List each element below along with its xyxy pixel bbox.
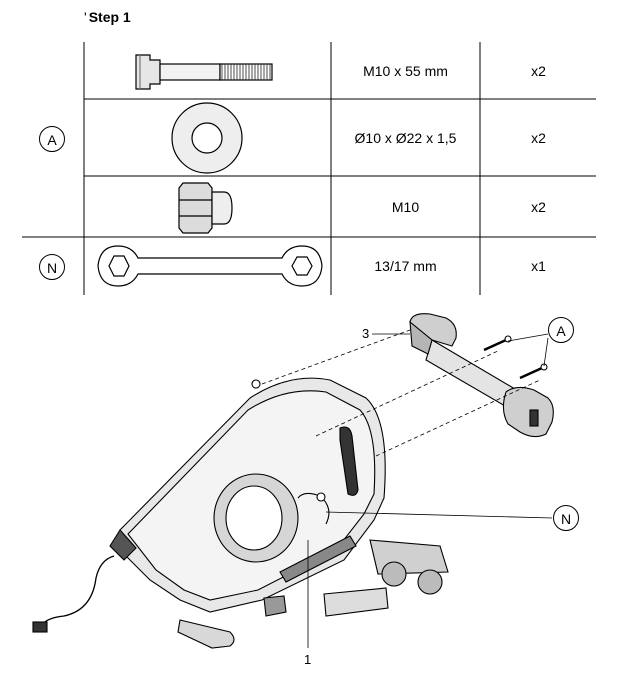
qty-washer: x2 [531,130,546,146]
callout-hardware: A [548,317,574,343]
nut-icon [178,182,233,234]
size-bolt: M10 x 55 mm [363,63,448,79]
callout-tool: N [553,505,579,531]
front-base [177,539,449,649]
cable-plug [32,621,48,633]
qty-nut: x2 [531,199,546,215]
title-prefix: ' [84,9,87,25]
assembly-guides [261,329,541,457]
group-label-n: N [39,254,65,280]
step-title-text: Step 1 [88,9,131,25]
callout-main-body: 1 [304,652,312,667]
washer-icon [171,102,243,174]
size-wrench: 13/17 mm [374,258,437,274]
callout-leaders [307,333,553,648]
size-washer: Ø10 x Ø22 x 1,5 [354,130,457,146]
hardware-bolts [483,335,548,380]
bolt-icon [135,54,273,90]
step-title: 'Step 1 [84,9,131,25]
group-label-a: A [39,126,65,152]
stabilizer-bar [409,313,554,438]
main-body [109,377,386,613]
size-nut: M10 [391,199,420,215]
wrench-icon [97,245,323,287]
qty-wrench: x1 [531,258,546,274]
power-cable [39,555,115,629]
callout-stabilizer: 3 [362,326,370,341]
qty-bolt: x2 [531,63,546,79]
